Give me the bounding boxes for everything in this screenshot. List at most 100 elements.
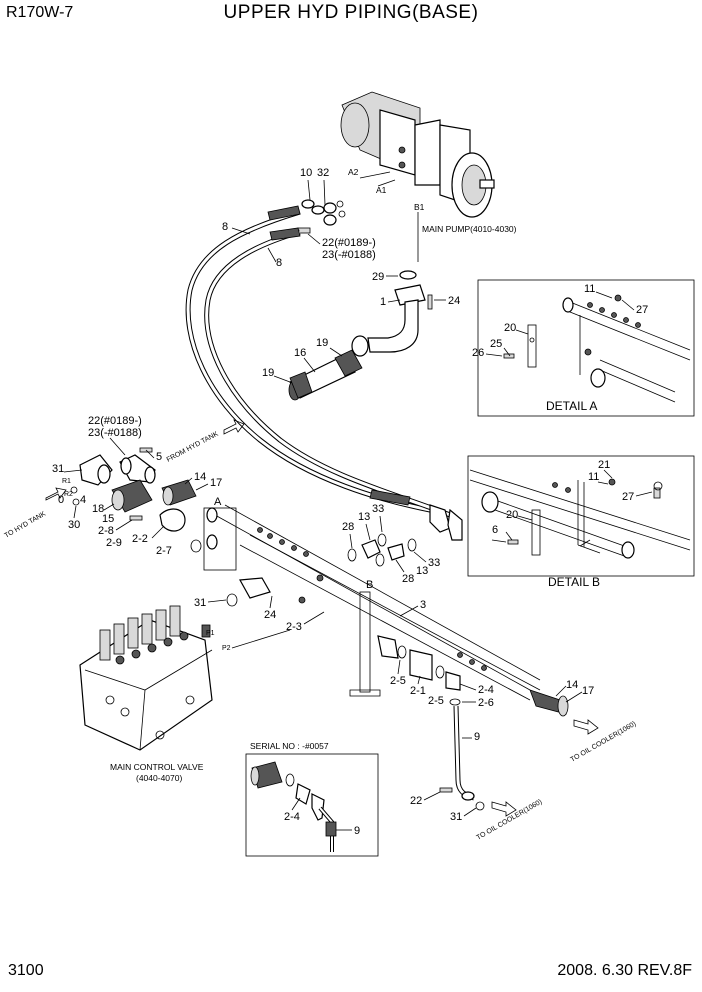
to-oil-cooler-arrow-upper <box>573 719 599 735</box>
detail-a-drawing <box>503 294 691 403</box>
callout-3: 3 <box>420 599 426 611</box>
callout-33-lower: 33 <box>428 557 440 569</box>
revision-date: 2008. 6.30 REV.8F <box>557 962 692 979</box>
callout-1: 1 <box>380 296 386 308</box>
detail-b-drawing <box>469 469 691 559</box>
suction-hose-16 <box>288 349 363 401</box>
to-oil-cooler-arrow-lower <box>491 801 517 817</box>
callout-0: 0 <box>58 494 64 506</box>
detail-b-box <box>467 455 695 577</box>
main-control-valve-label-1: MAIN CONTROL VALVE <box>110 762 204 772</box>
callout-11-detail-a: 20 <box>504 322 516 334</box>
callout-2-8: 2-8 <box>98 525 114 537</box>
suction-pipe-1 <box>351 284 426 357</box>
hose-end-fittings <box>347 533 417 567</box>
callout-8-upper: 8 <box>222 221 228 233</box>
callout-16: 16 <box>294 347 306 359</box>
callout-13-upper: 13 <box>358 511 370 523</box>
callout-25-detail-a: 27 <box>636 304 648 316</box>
callout-26-detail-b: 11 <box>588 471 599 483</box>
callout-13-lower: 13 <box>416 565 428 577</box>
callout-26-detail-a: 11 <box>584 283 595 295</box>
to-hyd-tank-arrow <box>45 487 67 501</box>
pump-hoses <box>185 205 463 541</box>
callout-15: 15 <box>102 513 114 525</box>
to-oil-cooler-label-upper: TO OIL COOLER(1060) <box>570 721 638 764</box>
page-number: 3100 <box>8 962 44 979</box>
callout-24-pump: 24 <box>448 295 460 307</box>
callout-2-2: 2-2 <box>132 533 148 545</box>
serial-no-label: SERIAL NO : -#0057 <box>250 741 329 751</box>
callout-9-right: 9 <box>474 731 480 743</box>
callout-17-cooler: 17 <box>582 685 594 697</box>
callout-9-inset: 9 <box>354 825 360 837</box>
callout-27-detail-a: 25 <box>490 338 502 350</box>
callout-14-tank: 14 <box>194 471 206 483</box>
callout-4: 4 <box>80 494 86 506</box>
detail-b-label: DETAIL B <box>548 575 600 589</box>
callout-31-mid: 31 <box>194 597 206 609</box>
port-a2-label: A2 <box>348 167 359 177</box>
callout-30: 30 <box>68 519 80 531</box>
ref-a-label: A <box>214 496 222 508</box>
callout-21-detail-b: 27 <box>622 491 634 503</box>
callout-10: 10 <box>300 167 312 179</box>
callout-31-cooler: 31 <box>450 811 462 823</box>
callout-11-detail-b: 20 <box>506 509 518 521</box>
callout-22-pump: 22(#0189-) <box>322 237 376 249</box>
tank-return-fittings <box>70 447 197 532</box>
callout-8-lower: 8 <box>276 257 282 269</box>
callout-27-detail-b: 6 <box>492 524 498 536</box>
page-title: UPPER HYD PIPING(BASE) <box>223 2 479 23</box>
callout-5: 5 <box>156 451 162 463</box>
callout-2-5-left: 2-5 <box>390 675 406 687</box>
port-p2-label: P2 <box>222 645 231 652</box>
callout-2-9: 2-9 <box>106 537 122 549</box>
callout-32: 32 <box>317 167 329 179</box>
serial-no-inset-drawing <box>250 761 337 852</box>
callout-18: 18 <box>92 503 104 515</box>
model-number: R170W-7 <box>6 4 74 21</box>
detail-a-label: DETAIL A <box>546 399 597 413</box>
bolt-24 <box>427 294 433 310</box>
callout-17-tank: 17 <box>210 477 222 489</box>
port-b1-label: B1 <box>414 202 425 212</box>
o-ring-31-mid <box>226 593 238 607</box>
callout-28-upper: 28 <box>342 521 354 533</box>
detail-a-box <box>477 279 695 417</box>
from-hyd-tank-label: FROM HYD TANK <box>166 431 220 464</box>
o-ring-2-7 <box>190 539 202 553</box>
port-r2-label: R2 <box>64 491 73 498</box>
port-p1-label: P1 <box>206 630 215 637</box>
callout-22-tank: 22(#0189-) <box>88 415 142 427</box>
cooler-hose-9 <box>439 705 485 811</box>
callout-2-4-inset: 2-4 <box>284 811 300 823</box>
callout-2-6: 2-6 <box>478 697 494 709</box>
pump-fittings <box>297 199 346 234</box>
main-control-valve <box>79 605 213 751</box>
main-pump-label: MAIN PUMP(4010-4030) <box>422 224 517 234</box>
to-hyd-tank-label: TO HYD TANK <box>4 510 48 539</box>
callout-2-1: 2-1 <box>410 685 426 697</box>
callout-19-upper: 19 <box>316 337 328 349</box>
return-pipe-3 <box>203 504 541 706</box>
callout-24-mid: 24 <box>264 609 276 621</box>
main-pump <box>340 91 495 218</box>
port-r1-label: R1 <box>62 478 71 485</box>
callout-31-tank: 31 <box>52 463 64 475</box>
callout-33-upper: 33 <box>372 503 384 515</box>
callout-2-7: 2-7 <box>156 545 172 557</box>
ref-b-label: B <box>366 579 373 591</box>
callout-22-cooler: 22 <box>410 795 422 807</box>
from-hyd-tank-arrow <box>223 419 245 435</box>
callout-23-tank: 23(-#0188) <box>88 427 142 439</box>
callout-2-4-right: 2-4 <box>478 684 494 696</box>
serial-no-inset-box <box>245 753 379 857</box>
oil-cooler-connector <box>529 689 569 717</box>
callout-20-detail-a: 26 <box>472 347 484 359</box>
port-a1-label: A1 <box>376 185 387 195</box>
callout-28-lower: 28 <box>402 573 414 585</box>
main-control-valve-label-2: (4040-4070) <box>136 773 182 783</box>
callout-25-detail-b: 21 <box>598 459 610 471</box>
